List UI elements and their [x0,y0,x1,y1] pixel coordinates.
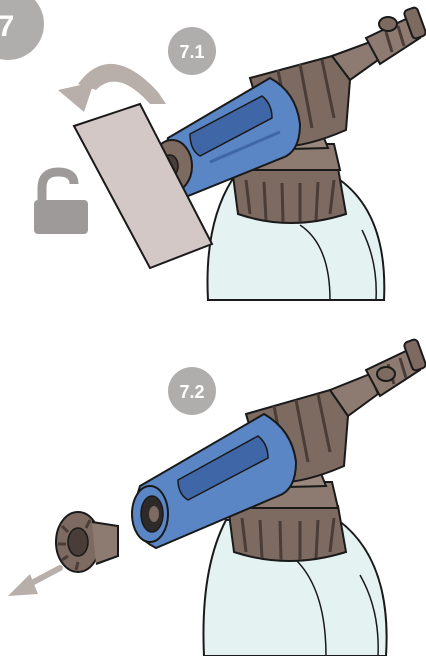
substep-label: 7.2 [179,382,204,402]
unlock-icon [34,172,88,234]
rotate-arrow-icon [58,64,166,112]
pull-out-arrow-icon [8,568,60,596]
step-badge: 7 [0,0,44,60]
substep-badge-7-1: 7.1 [168,27,216,75]
panel-step-7-2: 7.2 [8,339,426,656]
step-number: 7 [0,10,14,43]
panel-step-7-1: 7.1 [34,7,426,300]
substep-badge-7-2: 7.2 [168,367,216,415]
removed-tip-ring [56,512,118,572]
substep-label: 7.1 [179,42,204,62]
